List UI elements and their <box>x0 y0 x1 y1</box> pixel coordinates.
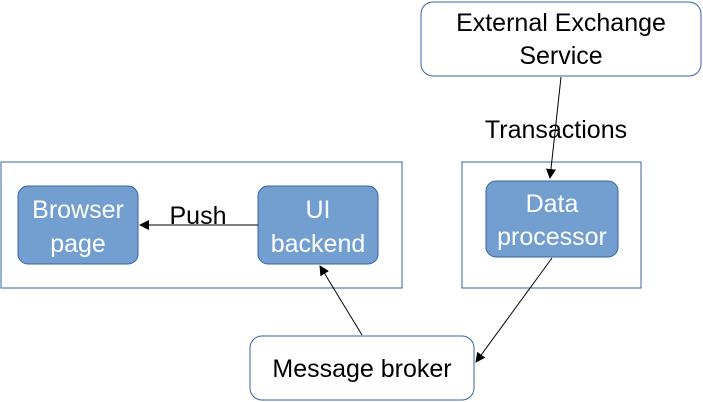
transactions-label: Transactions <box>485 116 627 144</box>
push-label: Push <box>170 202 227 230</box>
external-exchange-service-node: External Exchange Service <box>420 1 702 77</box>
external-service-label-line1: External Exchange <box>456 9 666 37</box>
external-service-label-line2: Service <box>519 42 602 70</box>
broker-to-ui-backend-arrow <box>319 265 363 336</box>
browser-page-node: Browser page <box>17 185 139 265</box>
data-processor-node: Data processor <box>485 180 619 258</box>
ui-backend-label-line2: backend <box>271 230 366 258</box>
transactions-arrow <box>546 76 562 179</box>
data-processor-label-line2: processor <box>497 223 607 251</box>
browser-page-label-line1: Browser <box>32 196 124 224</box>
processor-to-broker-arrow <box>475 257 553 363</box>
ui-backend-node: UI backend <box>257 185 379 265</box>
message-broker-node: Message broker <box>249 335 475 401</box>
browser-page-label-line2: page <box>50 230 106 258</box>
message-broker-label: Message broker <box>272 355 451 383</box>
data-processor-label-line1: Data <box>526 190 579 218</box>
ui-backend-label-line1: UI <box>306 196 331 224</box>
ui-container <box>0 161 403 289</box>
